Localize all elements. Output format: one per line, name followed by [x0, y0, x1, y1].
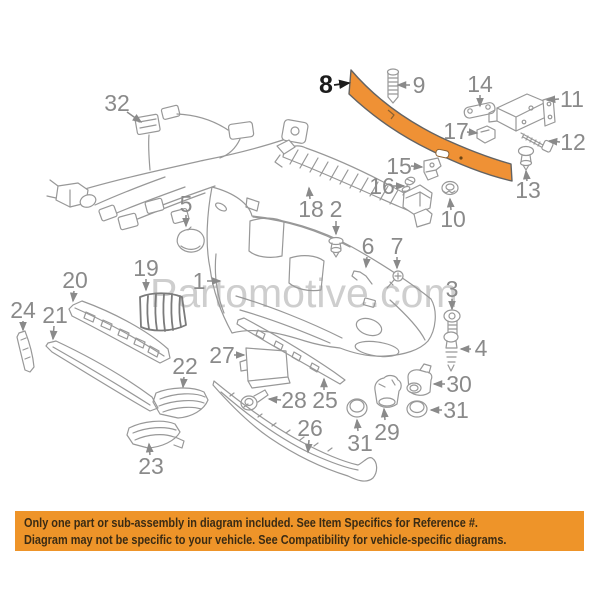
part-20-center-grille-drawing — [68, 300, 171, 364]
part-label-30: 30 — [446, 371, 472, 397]
part-15-leader-arrow — [410, 162, 424, 171]
part-17-leader-arrow — [466, 128, 479, 137]
part-7-screw-drawing — [386, 270, 404, 289]
part-6-leader-arrow — [362, 256, 371, 269]
part-label-1: 1 — [193, 268, 206, 294]
part-label-19: 19 — [133, 255, 159, 281]
part-label-22: 22 — [172, 353, 198, 379]
part-23-leader-arrow — [145, 442, 154, 456]
part-label-7: 7 — [391, 233, 404, 259]
part-label-6: 6 — [362, 233, 375, 259]
part-31-ring-right-drawing — [406, 400, 428, 418]
part-24-strip-drawing — [16, 330, 35, 373]
part-21-trim-strip-drawing — [45, 340, 159, 412]
part-label-32: 32 — [104, 90, 130, 116]
part-28-screw-drawing — [240, 389, 269, 411]
part-4-clip-drawing — [443, 331, 459, 372]
watermark-text: Partomotive.com — [150, 270, 458, 316]
part-label-14: 14 — [467, 71, 493, 97]
part-31-leader-arrow — [353, 418, 362, 432]
disclaimer-banner: Only one part or sub-assembly in diagram… — [15, 511, 584, 551]
part-22-fog-grille-drawing — [152, 387, 209, 419]
part-label-24: 24 — [10, 297, 36, 323]
part-8-leader-arrow — [333, 79, 351, 89]
part-label-16: 16 — [369, 173, 395, 199]
part-label-3: 3 — [446, 276, 459, 302]
part-label-31: 31 — [443, 397, 469, 423]
part-11-crash-box-drawing — [488, 93, 556, 132]
part-23-fog-grille-drawing — [126, 420, 185, 449]
part-label-5: 5 — [180, 191, 193, 217]
part-31-ring-left-drawing — [346, 398, 368, 418]
part-label-20: 20 — [62, 267, 88, 293]
part-25-lower-trim-drawing — [236, 317, 346, 385]
part-28-leader-arrow — [267, 395, 282, 404]
part-label-23: 23 — [138, 453, 164, 479]
part-21-leader-arrow — [49, 325, 58, 341]
part-label-17: 17 — [443, 118, 469, 144]
part-10-leader-arrow — [446, 197, 455, 211]
part-13-fastener-drawing — [517, 145, 535, 171]
part-label-21: 21 — [42, 302, 68, 328]
part-12-leader-arrow — [547, 137, 561, 146]
part-label-12: 12 — [560, 129, 586, 155]
part-29-leader-arrow — [380, 407, 389, 421]
part-label-10: 10 — [440, 206, 466, 232]
disclaimer-line-1: Only one part or sub-assembly in diagram… — [24, 515, 478, 530]
part-22-leader-arrow — [179, 376, 188, 389]
part-label-4: 4 — [475, 335, 488, 361]
part-16-screw-drawing — [401, 176, 416, 196]
disclaimer-line-2: Diagram may not be specific to your vehi… — [24, 532, 507, 547]
part-2-push-clip-drawing — [328, 236, 344, 258]
part-29-sensor-drawing — [374, 374, 402, 408]
part-label-11: 11 — [560, 86, 584, 112]
part-18-energy-absorber-drawing — [274, 139, 433, 228]
part-label-18: 18 — [298, 196, 324, 222]
part-label-26: 26 — [297, 415, 323, 441]
part-20-leader-arrow — [69, 290, 78, 303]
part-label-9: 9 — [413, 72, 426, 98]
part-9-bolt-drawing — [386, 68, 400, 104]
part-label-29: 29 — [374, 419, 400, 445]
part-6-bracket-drawing — [351, 270, 373, 285]
part-label-28: 28 — [281, 387, 307, 413]
part-27-license-bracket-drawing — [239, 347, 291, 389]
part-32-leader-arrow — [126, 111, 143, 123]
part-label-31: 31 — [347, 430, 373, 456]
part-8-reinforcement-bar-highlight — [348, 69, 513, 182]
part-15-bracket-drawing — [423, 157, 442, 181]
part-3-screw-drawing — [443, 309, 461, 336]
part-19-kidney-grille-drawing — [139, 292, 187, 332]
part-11-leader-arrow — [545, 95, 560, 104]
part-5-cover-drawing — [176, 226, 205, 253]
part-label-8: 8 — [319, 71, 333, 99]
part-label-27: 27 — [209, 342, 235, 368]
part-26-leader-arrow — [304, 439, 313, 454]
part-label-15: 15 — [386, 153, 412, 179]
part-30-sensor-drawing — [406, 363, 433, 396]
part-label-25: 25 — [312, 387, 338, 413]
part-17-clip-drawing — [470, 125, 496, 144]
part-32-wiring-harness-drawing — [46, 104, 309, 231]
part-13-leader-arrow — [522, 169, 531, 182]
part-label-13: 13 — [515, 177, 541, 203]
part-18-leader-arrow — [305, 186, 314, 200]
part-10-nut-drawing — [441, 180, 459, 196]
part-label-2: 2 — [330, 196, 343, 222]
